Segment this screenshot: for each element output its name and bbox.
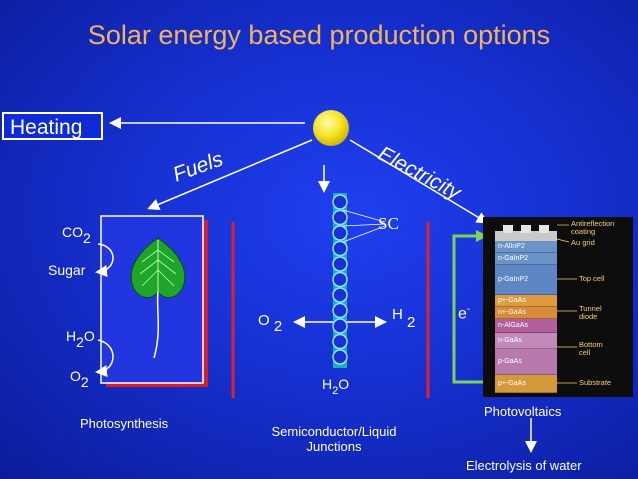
sc-bead — [332, 256, 348, 272]
sc-leader-3 — [342, 225, 386, 243]
leaf-icon — [130, 237, 186, 359]
sc-beads — [332, 194, 348, 365]
sc-caption: Semiconductor/Liquid Junctions — [271, 424, 397, 454]
sc-label: SC — [378, 214, 399, 233]
sc-bead — [332, 333, 348, 350]
pv-layer: p-GaInP2 — [495, 265, 557, 295]
pv-layer: n-AlInP2 — [495, 241, 557, 253]
sc-bead — [332, 209, 348, 226]
slide-title: Solar energy based production options — [87, 20, 551, 50]
pv-layer: n-AlGaAs — [495, 319, 557, 333]
pv-loop — [452, 234, 486, 384]
sc-leader-1 — [342, 209, 386, 223]
leaf-panel — [100, 215, 204, 384]
sc-o2-label: O 2 — [258, 312, 283, 335]
grid-finger — [521, 225, 531, 233]
sc-bead — [332, 318, 348, 334]
arrow-to-pv — [349, 139, 489, 224]
grid-finger — [539, 225, 549, 233]
pv-leader-lines — [556, 224, 577, 384]
sc-bead — [332, 349, 348, 365]
sun-icon — [313, 110, 349, 146]
electron-label: e- — [458, 304, 471, 323]
heating-label: Heating — [2, 112, 103, 140]
sugar-label: Sugar — [48, 262, 86, 278]
co2-sugar-curve — [95, 243, 114, 278]
pv-layer: p-GaAs — [495, 349, 557, 375]
co2-label: CO2 — [62, 224, 91, 246]
sc-bead — [332, 302, 348, 319]
o2-label: O2 — [70, 368, 89, 390]
pv-layer: p+-GaAs — [495, 295, 557, 307]
photosynthesis-caption: Photosynthesis — [80, 416, 169, 431]
h2o-label: H2O — [66, 328, 95, 350]
note-substrate: Substrate — [579, 378, 612, 387]
sc-bead — [332, 225, 348, 241]
au-grid — [495, 231, 557, 241]
grid-finger — [503, 225, 513, 233]
note-au-grid: Au grid — [571, 238, 595, 247]
note-top-cell: Top cell — [579, 274, 605, 283]
sc-bead — [332, 240, 348, 257]
sc-bead — [332, 194, 348, 210]
pv-loop-arrow — [476, 230, 488, 242]
sc-leader-2 — [342, 223, 386, 227]
arrow-to-fuels — [147, 139, 313, 211]
pv-layer: n+-GaAs — [495, 307, 557, 319]
sc-water-label: H2O — [322, 376, 350, 397]
sc-h2-label: H 2 — [392, 306, 416, 331]
photovoltaics-caption: Photovoltaics — [484, 404, 562, 419]
electrolysis-caption: Electrolysis of water — [466, 458, 582, 473]
pv-layer: n-GaAs — [495, 333, 557, 349]
pv-layer: p+-GaAs — [495, 375, 557, 393]
h2o-o2-curve — [95, 339, 114, 378]
sc-bead — [332, 287, 348, 303]
pv-layer: n-GaInP2 — [495, 253, 557, 265]
sc-bead — [332, 271, 348, 288]
